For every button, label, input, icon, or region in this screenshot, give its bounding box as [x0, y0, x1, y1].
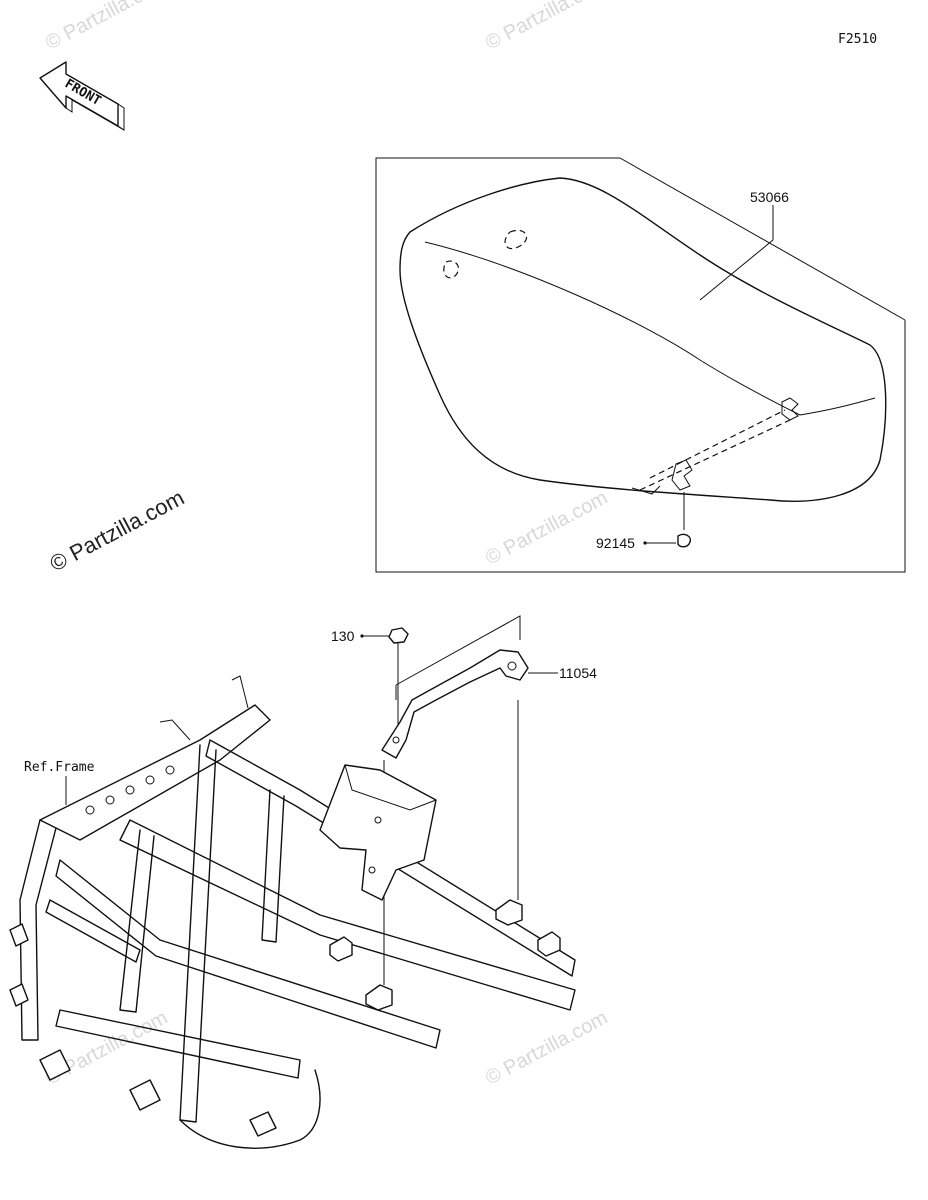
watermark-main: © Partzilla.com: [46, 485, 189, 577]
diagram-code: F2510: [838, 32, 877, 47]
part-number-53066: 53066: [750, 189, 789, 205]
frame-illustration: [9, 675, 576, 1149]
leader-53066-tail: [699, 239, 774, 301]
watermark-bottom-center: © Partzilla.com: [482, 1007, 611, 1090]
part-number-130: 130: [331, 628, 355, 644]
leader-92145-dot: [643, 541, 647, 545]
watermark-top-center: © Partzilla.com: [482, 0, 611, 54]
clip-92145-icon: [677, 492, 691, 548]
seat-box: [375, 157, 906, 573]
watermarks: © Partzilla.com © Partzilla.com © Partzi…: [42, 0, 611, 1089]
part-number-92145: 92145: [596, 535, 635, 551]
part-number-11054: 11054: [559, 665, 597, 681]
watermark-top-left: © Partzilla.com: [42, 0, 171, 54]
front-arrow-icon: FRONT: [39, 61, 125, 131]
bolt-130-icon: [388, 627, 409, 726]
watermark-middle: © Partzilla.com: [482, 487, 611, 570]
seat-illustration: [399, 177, 887, 502]
leader-130-dot: [360, 634, 364, 638]
ref-frame-label: Ref.Frame: [24, 760, 95, 775]
